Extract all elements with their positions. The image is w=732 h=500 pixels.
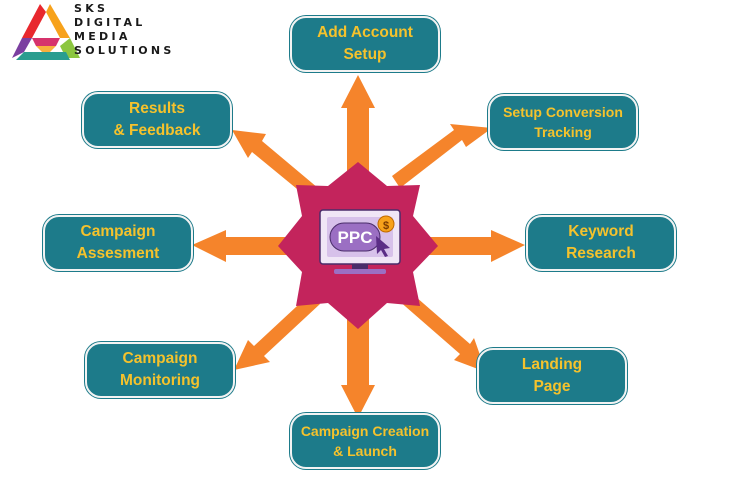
pointer-cursor-icon	[376, 236, 390, 257]
node-label: Campaign	[80, 223, 156, 240]
arrow-lower-left	[234, 294, 320, 370]
sks-logo-icon	[12, 4, 80, 60]
node-setup-conversion-tracking: Setup Conversion Tracking	[488, 94, 638, 150]
brand-name: SKS DIGITAL MEDIA SOLUTIONS	[74, 2, 204, 58]
center-badge: PPC $	[278, 162, 438, 329]
arrow-left	[192, 230, 300, 262]
coin-symbol: $	[383, 220, 389, 232]
node-campaign-creation-launch: Campaign Creation & Launch	[290, 413, 440, 469]
arrow-upper-right	[392, 124, 492, 188]
node-label: Setup Conversion	[503, 104, 623, 120]
node-campaign-monitoring: Campaign Monitoring	[85, 342, 235, 398]
arrow-up	[341, 75, 375, 192]
node-label: Setup	[343, 46, 387, 63]
node-label: Results	[129, 100, 185, 117]
node-label: & Feedback	[113, 122, 201, 139]
node-keyword-research: Keyword Research	[526, 215, 676, 271]
brand-line: MEDIA	[74, 30, 131, 43]
node-label: Add Account	[317, 24, 413, 41]
arrow-down	[341, 300, 375, 418]
node-label: Landing	[521, 356, 583, 373]
arrows	[192, 75, 525, 418]
node-results-feedback: Results & Feedback	[82, 92, 232, 148]
node-label: Page	[533, 378, 571, 395]
node-label: Campaign Creation	[300, 423, 430, 439]
node-label: Assesment	[76, 245, 160, 262]
node-label: Research	[566, 245, 636, 262]
node-label: Keyword	[568, 223, 634, 240]
node-add-account-setup: Add Account Setup	[290, 16, 440, 72]
brand-line: SOLUTIONS	[74, 44, 175, 57]
node-campaign-assesment: Campaign Assesment	[43, 215, 193, 271]
node-label: Monitoring	[119, 372, 201, 389]
node-label: Campaign	[122, 350, 198, 367]
node-label: & Launch	[333, 443, 397, 459]
arrow-lower-right	[398, 290, 486, 372]
coin-icon	[377, 215, 395, 233]
node-label: Tracking	[534, 124, 592, 140]
arrow-right	[416, 230, 525, 262]
ppc-label: PPC	[338, 228, 373, 247]
monitor-icon: PPC $	[319, 209, 401, 274]
arrow-upper-left	[232, 130, 318, 198]
brand-line: SKS	[74, 2, 109, 15]
brand-line: DIGITAL	[74, 16, 146, 29]
node-landing-page: Landing Page	[477, 348, 627, 404]
